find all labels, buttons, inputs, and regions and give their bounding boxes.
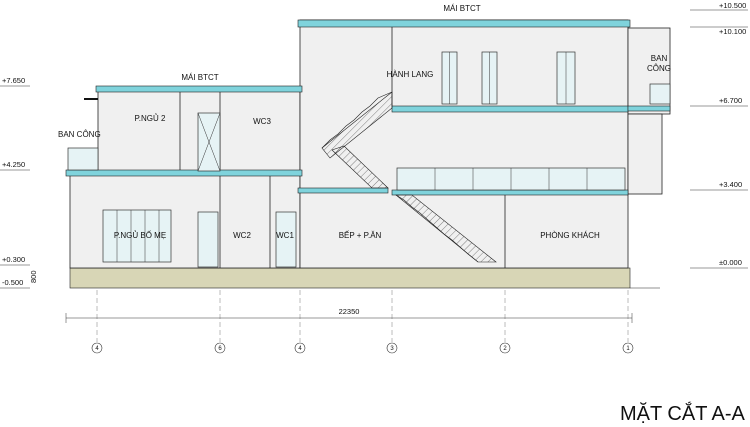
right-balcony-rail [649,83,671,105]
room-balcony-left: BAN CÔNG [58,130,101,139]
lower-stair [395,194,497,263]
level-left-3: +0.300 [2,255,25,264]
level-right-1: +10.500 [719,1,746,10]
roof-label-lower: MÁI BTCT [181,73,218,82]
grid-label-3: 4 [298,346,302,352]
dimension-line [65,313,633,323]
level-left-2: +4.250 [2,160,25,169]
left-levels [0,85,30,289]
ground-band [69,267,631,289]
level-left-1: +7.650 [2,76,25,85]
slabs [65,19,671,196]
grid-lines [96,290,629,342]
room-master-bedroom: P.NGỦ BỐ MẸ [114,230,166,240]
grid-label-2: 6 [218,346,222,352]
roof-label-upper: MÁI BTCT [443,4,480,13]
level-right-5: ±0.000 [719,258,742,267]
room-wc3: WC3 [253,117,271,126]
grid-label-4: 3 [390,346,394,352]
room-bedroom2: P.NGỦ 2 [135,114,167,123]
lower-windows [102,209,297,268]
drawing-title: MẶT CẮT A-A [620,401,746,425]
window-bars-upper [197,52,567,172]
ribbon-window-bars [434,168,588,190]
level-right-4: +3.400 [719,180,742,189]
room-kitchen: BẾP + P.ĂN [339,230,382,240]
total-dimension: 22350 [339,307,360,316]
room-balcony-right-2: CÔNG [647,64,671,73]
upper-stair [321,91,393,189]
level-right-3: +6.700 [719,96,742,105]
level-right-2: +10.100 [719,27,746,36]
grid-bubbles [91,342,634,354]
right-levels [690,9,748,269]
room-wc2: WC2 [233,231,251,240]
room-balcony-right-1: BAN [651,54,668,63]
left-balcony-rail [67,147,99,171]
room-wc1: WC1 [276,231,294,240]
room-hallway: HÀNH LANG [387,70,434,79]
room-living: PHÒNG KHÁCH [540,231,600,240]
level-left-4: -0.500 [2,278,23,287]
grid-label-1: 4 [95,346,99,352]
grid-label-6: 1 [626,346,630,352]
plinth-dimension: 800 [29,270,38,283]
grid-label-5: 2 [503,346,507,352]
lower-window-bars [116,210,160,262]
